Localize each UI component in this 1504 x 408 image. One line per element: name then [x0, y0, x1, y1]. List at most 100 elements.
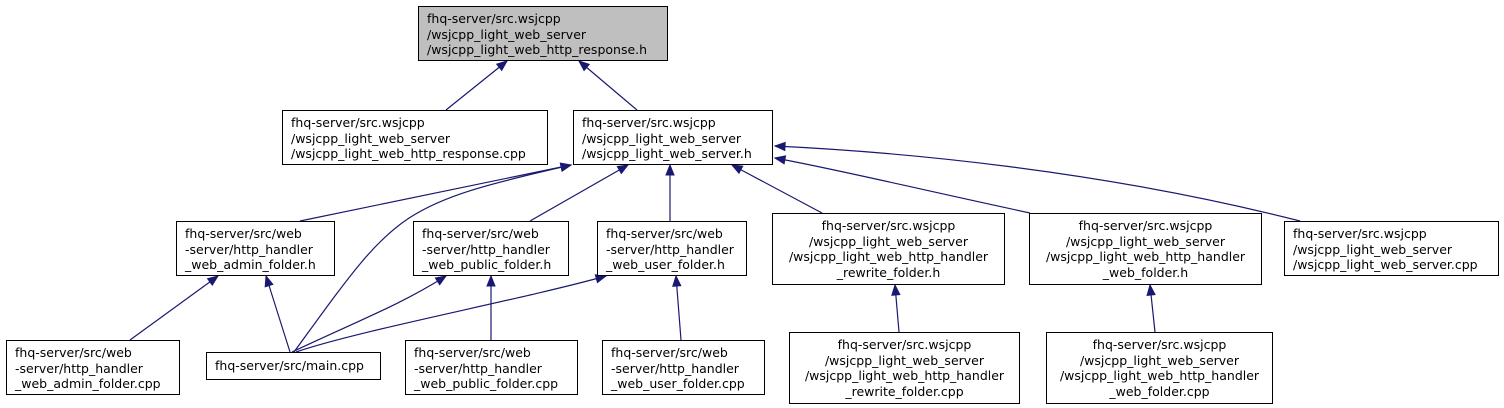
edge-arrowhead — [1146, 283, 1156, 296]
node-public-cpp[interactable]: fhq-server/src/web-server/http_handler_w… — [405, 340, 578, 395]
node-label-line: _rewrite_folder.cpp — [845, 383, 964, 399]
node-label-line: /wsjcpp_light_web_server — [427, 26, 587, 42]
node-label-line: /wsjcpp_light_web_http_handler — [1059, 368, 1260, 383]
node-label-line: fhq-server/src.wsjcpp — [1092, 337, 1227, 352]
node-admin-cpp[interactable]: fhq-server/src/web-server/http_handler_w… — [6, 340, 180, 395]
edge-arrowhead — [891, 283, 901, 296]
edge-line — [445, 60, 508, 111]
node-label-line: -server/http_handler — [606, 241, 734, 257]
node-user-h[interactable]: fhq-server/src/web-server/http_handler_w… — [597, 221, 747, 276]
node-label-line: /wsjcpp_light_web_server — [582, 130, 742, 146]
node-label-line: /wsjcpp_light_web_http_handler — [804, 368, 1005, 383]
node-label-line: /wsjcpp_light_web_server.cpp — [1293, 257, 1478, 272]
node-label-line: _web_admin_folder.h — [185, 257, 316, 272]
node-rewrite-h[interactable]: fhq-server/src.wsjcpp/wsjcpp_light_web_s… — [772, 213, 1005, 285]
edge-admin-cpp-to-admin-h — [129, 275, 220, 341]
node-label-line: fhq-server/src.wsjcpp — [582, 115, 716, 130]
node-webfolder-cpp[interactable]: fhq-server/src.wsjcpp/wsjcpp_light_web_s… — [1046, 332, 1273, 404]
edge-line — [265, 275, 291, 353]
edge-arrowhead — [486, 274, 496, 287]
node-label-line: fhq-server/src.wsjcpp — [291, 115, 425, 130]
node-label-line: -server/http_handler — [422, 241, 550, 257]
node-label-line: fhq-server/src/web — [606, 226, 723, 241]
node-label-line: /wsjcpp_light_web_server — [1293, 241, 1453, 257]
node-label-line: fhq-server/src.wsjcpp — [821, 218, 956, 233]
edge-webfolder-cpp-to-webfolder-h — [1146, 283, 1156, 333]
node-label-line: fhq-server/src.wsjcpp — [1078, 218, 1213, 233]
edge-rewrite-h-to-server-h — [730, 164, 823, 214]
node-rewrite-cpp[interactable]: fhq-server/src.wsjcpp/wsjcpp_light_web_s… — [789, 332, 1020, 404]
edge-line — [578, 60, 638, 111]
node-main-cpp[interactable]: fhq-server/src/main.cpp — [206, 352, 381, 380]
node-label-line: /wsjcpp_light_web_server — [808, 233, 969, 249]
edge-arrowhead — [434, 275, 448, 286]
node-label-line: _web_public_folder.h — [422, 257, 552, 272]
node-label-line: /wsjcpp_light_web_http_response.h — [427, 42, 648, 57]
edge-line — [529, 164, 629, 222]
edge-webfolder-h-to-server-h — [773, 155, 1031, 214]
edge-arrowhead — [616, 164, 630, 175]
node-label-line: fhq-server/src/web — [611, 345, 728, 360]
edge-main-cpp-to-server-h — [293, 162, 573, 353]
edge-line — [731, 164, 823, 214]
node-label-line: fhq-server/src/web — [15, 345, 132, 360]
node-label-line: /wsjcpp_light_web_server — [1065, 233, 1226, 249]
edge-response-cpp-to-response-h — [445, 60, 509, 111]
node-label-line: fhq-server/src/web — [414, 345, 531, 360]
edge-arrowhead — [264, 274, 274, 288]
node-label-line: _rewrite_folder.h — [836, 264, 941, 280]
node-label-line: fhq-server/src/main.cpp — [215, 358, 364, 373]
node-label-line: _web_user_folder.cpp — [611, 376, 745, 391]
edge-arrowhead — [773, 155, 787, 165]
node-response-cpp[interactable]: fhq-server/src.wsjcpp/wsjcpp_light_web_s… — [282, 110, 548, 165]
node-webfolder-h[interactable]: fhq-server/src.wsjcpp/wsjcpp_light_web_s… — [1029, 213, 1262, 285]
edge-user-cpp-to-user-h — [672, 274, 682, 341]
node-label-line: fhq-server/src.wsjcpp — [427, 11, 561, 26]
node-label-line: /wsjcpp_light_web_server — [291, 130, 451, 146]
edge-line — [295, 275, 607, 353]
node-server-h[interactable]: fhq-server/src.wsjcpp/wsjcpp_light_web_s… — [573, 110, 773, 165]
edge-arrowhead — [577, 60, 591, 72]
node-public-h[interactable]: fhq-server/src/web-server/http_handler_w… — [413, 221, 569, 276]
edge-server-cpp-to-server-h — [773, 141, 1301, 222]
node-admin-h[interactable]: fhq-server/src/web-server/http_handler_w… — [176, 221, 335, 276]
node-label-line: fhq-server/src/web — [422, 226, 539, 241]
node-label-line: fhq-server/src.wsjcpp — [1293, 226, 1427, 241]
edge-line — [129, 275, 219, 341]
node-label-line: /wsjcpp_light_web_http_handler — [788, 249, 989, 264]
node-response-h[interactable]: fhq-server/src.wsjcpp/wsjcpp_light_web_s… — [418, 6, 668, 61]
node-user-cpp[interactable]: fhq-server/src/web-server/http_handler_w… — [602, 340, 765, 395]
edge-line — [675, 275, 682, 341]
node-label-line: -server/http_handler — [414, 360, 542, 376]
edge-arrowhead — [730, 164, 744, 175]
edge-arrowhead — [773, 141, 786, 152]
edge-arrowhead — [559, 162, 573, 172]
edge-arrowhead — [665, 163, 675, 176]
node-label-line: _web_public_folder.cpp — [414, 376, 559, 391]
node-label-line: /wsjcpp_light_web_server.h — [582, 146, 752, 161]
edge-rewrite-cpp-to-rewrite-h — [891, 283, 901, 333]
edge-line — [774, 145, 1301, 222]
edge-main-cpp-to-admin-h — [264, 274, 291, 353]
edge-arrowhead — [672, 274, 682, 287]
edge-line — [293, 164, 572, 353]
node-label-line: _web_user_folder.h — [606, 257, 725, 272]
edge-admin-h-to-server-h — [299, 162, 573, 222]
node-label-line: _web_folder.cpp — [1109, 383, 1210, 399]
edge-public-cpp-to-public-h — [486, 274, 496, 340]
edge-line — [291, 275, 447, 353]
edge-line — [299, 164, 572, 222]
node-label-line: _web_admin_folder.cpp — [15, 376, 161, 391]
edge-arrowhead — [495, 60, 509, 72]
node-label-line: /wsjcpp_light_web_server — [824, 352, 985, 368]
node-label-line: /wsjcpp_light_web_server — [1079, 352, 1240, 368]
edge-public-h-to-server-h — [529, 164, 630, 222]
node-label-line: _web_folder.h — [1102, 264, 1189, 280]
node-label-line: /wsjcpp_light_web_http_handler — [1045, 249, 1246, 264]
node-server-cpp[interactable]: fhq-server/src.wsjcpp/wsjcpp_light_web_s… — [1284, 221, 1499, 276]
edge-main-cpp-to-public-h — [291, 275, 448, 353]
node-label-line: /wsjcpp_light_web_http_response.cpp — [291, 146, 526, 161]
edge-line — [774, 157, 1031, 214]
